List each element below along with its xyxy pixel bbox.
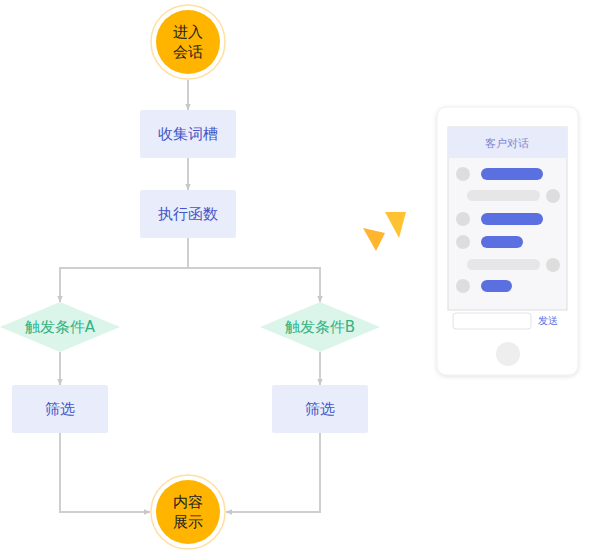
ui-label: 发送: [538, 314, 558, 328]
phone-body: [437, 107, 578, 375]
node-text: 筛选: [305, 399, 335, 419]
chat-input: [453, 313, 531, 329]
decor-triangle: [385, 212, 406, 238]
flow-connector: [226, 433, 320, 512]
process-box: 执行函数: [140, 190, 236, 238]
flow-connector: [188, 238, 320, 302]
home-button: [496, 342, 520, 366]
chat-header: [448, 127, 567, 158]
node-text: 筛选: [45, 399, 75, 419]
circle-outline: [150, 474, 226, 550]
flow-connector: [187, 80, 189, 110]
decision-diamond: 触发条件A: [0, 302, 120, 352]
process-box: 筛选: [12, 385, 108, 433]
flow-connector: [60, 238, 188, 302]
process-box: 收集词槽: [140, 110, 236, 158]
flow-connector: [187, 158, 189, 190]
node-text: 收集词槽: [158, 124, 218, 144]
flow-connector: [319, 352, 321, 385]
ui-label: 客户对话: [485, 136, 529, 151]
decor-triangle: [363, 228, 385, 251]
flow-connector: [60, 433, 150, 512]
decision-diamond: 触发条件B: [260, 302, 380, 352]
phone-screen: [448, 127, 567, 310]
node-text: 执行函数: [158, 204, 218, 224]
node-text: 触发条件B: [285, 317, 355, 337]
node-text: 触发条件A: [25, 317, 95, 337]
circle-outline: [150, 4, 226, 80]
node-text: 内容 展示: [171, 492, 205, 533]
terminal-circle: 进入 会话: [150, 4, 226, 80]
flow-connector: [59, 352, 61, 385]
node-text: 进入 会话: [171, 22, 205, 63]
chat-bubbles: [456, 167, 560, 293]
terminal-circle: 内容 展示: [150, 474, 226, 550]
process-box: 筛选: [272, 385, 368, 433]
